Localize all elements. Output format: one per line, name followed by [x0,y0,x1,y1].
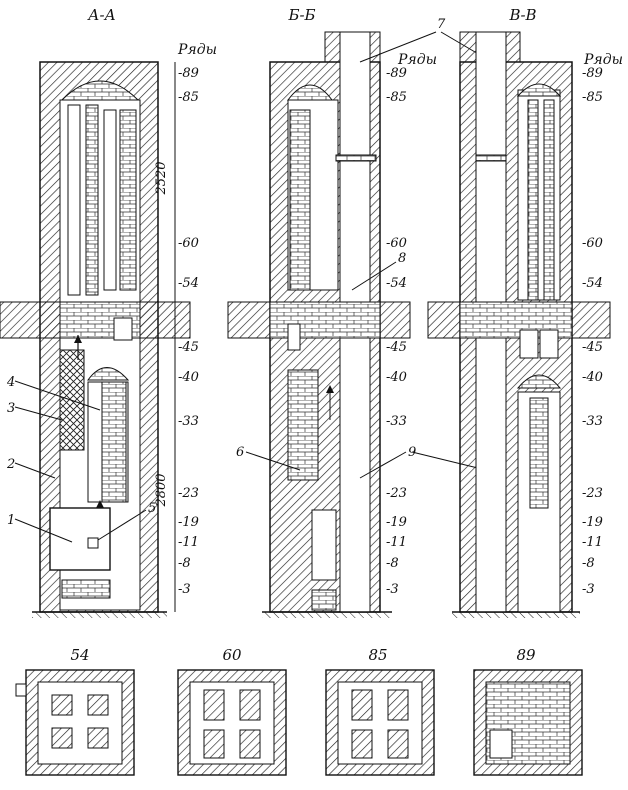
plan-label-60: 60 [222,646,242,664]
row-tick-40: -40 [386,370,407,385]
row-tick-11: -11 [386,535,407,550]
row-tick-3: -3 [386,582,399,597]
dimension-lower: 2800 [154,473,169,507]
row-tick-85: -85 [178,90,199,105]
row-tick-54: -54 [582,276,603,291]
callout-3: 3 [7,401,15,416]
row-tick-54: -54 [178,276,199,291]
row-tick-19: -19 [582,515,603,530]
row-tick-19: -19 [386,515,407,530]
section-label-b: Б-Б [287,6,315,24]
plan-85 [325,669,435,776]
row-tick-23: -23 [582,486,603,501]
rows-label-c: Ряды [583,52,623,68]
row-tick-45: -45 [178,340,199,355]
row-tick-23: -23 [386,486,407,501]
row-tick-85: -85 [386,90,407,105]
plan-54 [15,669,135,776]
row-tick-3: -3 [178,582,191,597]
callout-4: 4 [6,375,15,390]
callout-5: 5 [148,501,156,516]
row-tick-11: -11 [178,535,199,550]
plan-label-89: 89 [516,646,536,664]
row-tick-8: -8 [178,556,191,571]
section-label-c: В-В [508,6,536,24]
callout-8: 8 [398,251,406,266]
row-tick-60: -60 [386,236,407,251]
row-tick-60: -60 [582,236,603,251]
row-tick-45: -45 [582,340,603,355]
row-tick-33: -33 [582,414,603,429]
section-label-a: А-А [87,6,116,24]
row-tick-19: -19 [178,515,199,530]
row-ticks-b: -89 -85 -60 -54 -45 -40 -33 -23 -19 -11 -8 -3 [386,66,407,597]
callout-7: 7 [437,17,446,32]
plan-label-85: 85 [368,646,387,664]
callout-6: 6 [236,445,244,460]
row-tick-85: -85 [582,90,603,105]
row-tick-33: -33 [178,414,199,429]
section-a-drawing [0,61,191,618]
row-tick-8: -8 [582,556,595,571]
row-tick-60: -60 [178,236,199,251]
callout-1: 1 [7,513,15,528]
row-ticks-a: -89 -85 -60 -54 -45 -40 -33 -23 -19 -11 -8 -3 [178,66,199,597]
plan-label-54: 54 [70,646,89,664]
plan-89 [473,669,583,776]
row-tick-89: -89 [178,66,199,81]
section-c-drawing [427,31,611,618]
row-tick-33: -33 [386,414,407,429]
row-tick-8: -8 [386,556,399,571]
row-ticks-c: -89 -85 -60 -54 -45 -40 -33 -23 -19 -11 -8 -3 [582,66,603,597]
rows-label-b: Ряды [397,52,437,68]
dimension-upper: 2520 [154,161,169,195]
section-b-drawing [227,31,411,618]
row-tick-89: -89 [386,66,407,81]
plan-60 [177,669,287,776]
row-tick-54: -54 [386,276,407,291]
row-tick-11: -11 [582,535,603,550]
row-tick-40: -40 [178,370,199,385]
row-tick-23: -23 [178,486,199,501]
row-tick-45: -45 [386,340,407,355]
callouts-a: 4 3 2 1 5 [6,375,156,543]
callout-2: 2 [6,457,15,472]
row-tick-40: -40 [582,370,603,385]
row-tick-89: -89 [582,66,603,81]
rows-label-a: Ряды [177,42,217,58]
row-tick-3: -3 [582,582,595,597]
